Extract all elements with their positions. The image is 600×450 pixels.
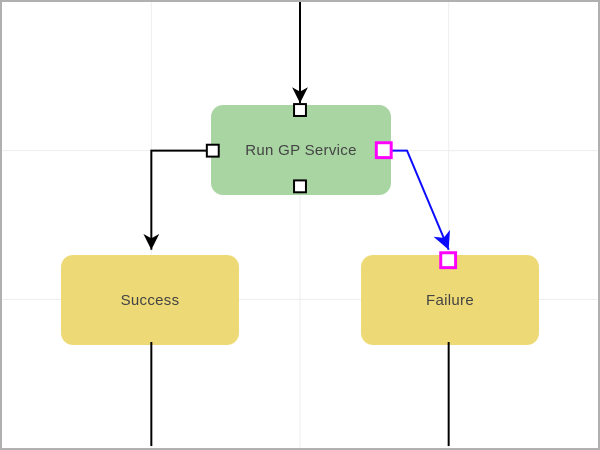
port-right-selected-handle[interactable] [374, 141, 393, 160]
node-label: Success [120, 291, 180, 309]
connector-rungp-to-success[interactable] [143, 149, 211, 250]
port-top[interactable] [293, 103, 307, 117]
node-failure[interactable]: Failure [361, 255, 539, 345]
connector-rungp-to-failure-selected[interactable] [391, 149, 450, 251]
port-left[interactable] [205, 143, 220, 158]
node-success[interactable]: Success [61, 255, 239, 345]
node-label: Run GP Service [245, 141, 357, 159]
node-label: Failure [426, 291, 474, 309]
port-bottom[interactable] [293, 179, 307, 194]
port-failure-top-selected-handle[interactable] [439, 251, 458, 270]
